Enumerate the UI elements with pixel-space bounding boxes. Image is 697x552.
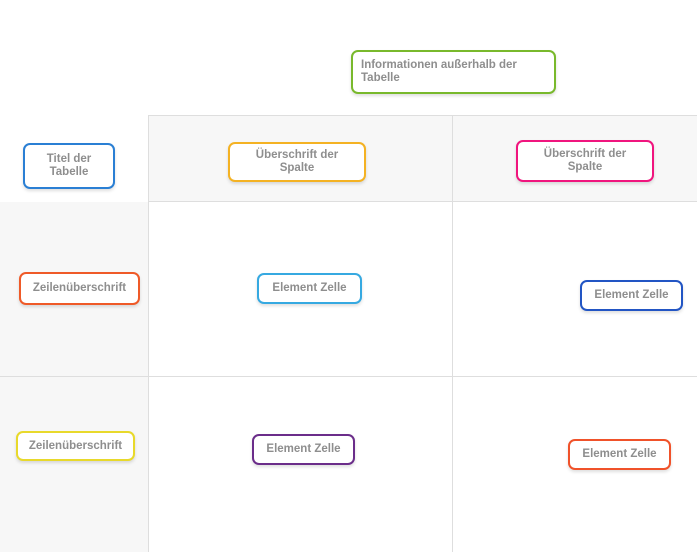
table-title-box[interactable]: Titel der Tabelle bbox=[23, 143, 115, 189]
cell-box-r2c1[interactable]: Element Zelle bbox=[252, 434, 355, 465]
outside-table-note[interactable]: Informationen außerhalb der Tabelle bbox=[351, 50, 556, 94]
cell-box-r2c2[interactable]: Element Zelle bbox=[568, 439, 671, 470]
cell-box-r1c2[interactable]: Element Zelle bbox=[580, 280, 683, 311]
column-header-box-1[interactable]: Überschrift der Spalte bbox=[228, 142, 366, 182]
cell-box-r1c1[interactable]: Element Zelle bbox=[257, 273, 362, 304]
row-header-box-1[interactable]: Zeilenüberschrift bbox=[19, 272, 140, 305]
table-row-header-cell-row2 bbox=[0, 377, 148, 552]
row-header-box-2[interactable]: Zeilenüberschrift bbox=[16, 431, 135, 461]
column-header-box-2[interactable]: Überschrift der Spalte bbox=[516, 140, 654, 182]
